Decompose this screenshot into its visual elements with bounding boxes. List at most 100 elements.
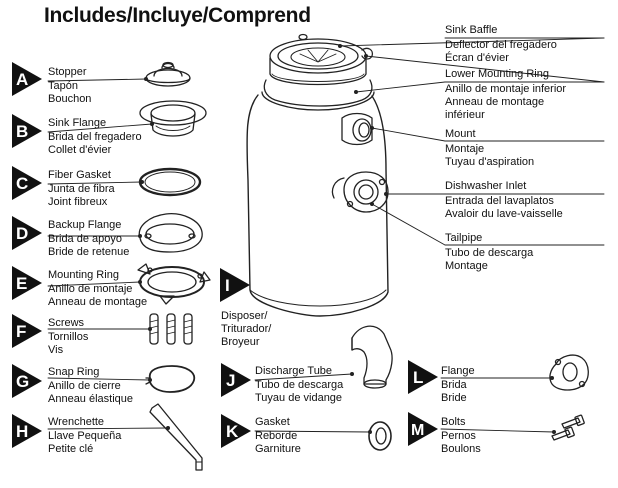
backup-flange-illustration (138, 213, 203, 253)
badge-a: A (12, 62, 42, 96)
part-translation-fr: Petite clé (48, 443, 94, 455)
badge-i: I (220, 268, 250, 302)
part-translation-fr: Bouchon (48, 93, 92, 105)
part-l-label: Flange Brida Bride (441, 365, 475, 405)
disposer-name-fr: Broyeur (221, 336, 260, 348)
callout-tailpipe: Tailpipe Tubo de descarga Montage (445, 232, 533, 273)
gasket-illustration (368, 421, 392, 451)
callout-translation-fr: Avaloir du lave-vaisselle (445, 208, 563, 220)
callout-lower-mounting-ring: Lower Mounting Ring Anillo de montaje in… (445, 68, 566, 122)
part-name: Wrenchette (48, 416, 105, 428)
part-translation-fr: Garniture (255, 443, 301, 455)
part-name: Stopper (48, 66, 87, 78)
callout-translation-fr: Anneau de montage (445, 96, 545, 108)
svg-text:D: D (16, 224, 28, 243)
callout-translation-fr-cont: inférieur (445, 109, 485, 121)
part-translation-fr: Boulons (441, 443, 481, 455)
badge-f: F (12, 314, 42, 348)
badge-c: C (12, 166, 42, 200)
part-name: Fiber Gasket (48, 169, 111, 181)
part-name: Backup Flange (48, 219, 122, 231)
svg-text:J: J (226, 371, 235, 390)
disposer-name-en: Disposer/ (221, 310, 268, 322)
svg-text:I: I (225, 276, 230, 295)
callout-translation-es: Deflector del fregadero (445, 39, 557, 51)
part-name: Bolts (441, 416, 466, 428)
badge-k: K (221, 414, 251, 448)
part-translation-es: Brida del fregadero (48, 131, 142, 143)
part-translation-fr: Joint fibreux (48, 196, 108, 208)
svg-text:K: K (226, 422, 239, 441)
disposer-illustration (246, 33, 389, 317)
leader-dots (138, 44, 556, 434)
callout-name: Dishwasher Inlet (445, 180, 527, 192)
badge-j: J (221, 363, 251, 397)
part-translation-fr: Vis (48, 344, 64, 356)
part-name: Gasket (255, 416, 290, 428)
callout-translation-fr: Tuyau d'aspiration (445, 156, 535, 168)
part-translation-es: Anillo de montaje (48, 283, 133, 295)
fiber-gasket-illustration (138, 167, 202, 197)
page-title: Includes/Incluye/Comprend (44, 4, 311, 27)
part-g-label: Snap Ring Anillo de cierre Anneau élasti… (48, 366, 133, 406)
snap-ring-illustration (145, 365, 196, 393)
callout-translation-fr: Montage (445, 260, 488, 272)
badge-b: B (12, 114, 42, 148)
part-translation-es: Brida de apoyo (48, 233, 122, 245)
badge-h: H (12, 414, 42, 448)
discharge-tube-illustration (351, 325, 393, 389)
callout-translation-es: Tubo de descarga (445, 247, 534, 259)
flange-illustration (549, 354, 589, 391)
callout-translation-fr: Écran d'évier (445, 52, 509, 64)
disposer-label: Disposer/ Triturador/ Broyeur (221, 310, 271, 349)
callout-translation-es: Entrada del lavaplatos (445, 195, 554, 207)
badge-d: D (12, 216, 42, 250)
part-name: Mounting Ring (48, 269, 119, 281)
svg-text:M: M (411, 422, 424, 439)
part-translation-es: Brida (441, 379, 467, 391)
callout-name: Tailpipe (445, 232, 483, 244)
wrenchette-illustration (149, 403, 203, 471)
badge-g: G (12, 364, 42, 398)
svg-text:G: G (16, 372, 29, 391)
callout-mount: Mount Montaje Tuyau d'aspiration (445, 128, 534, 169)
svg-text:E: E (16, 274, 27, 293)
part-name: Flange (441, 365, 475, 377)
part-translation-es: Pernos (441, 430, 476, 442)
callout-dishwasher-inlet: Dishwasher Inlet Entrada del lavaplatos … (445, 180, 563, 221)
part-translation-es: Llave Pequeña (48, 430, 122, 442)
svg-text:C: C (16, 174, 28, 193)
part-translation-fr: Bride de retenue (48, 246, 130, 258)
part-translation-es: Tornillos (48, 331, 89, 343)
part-translation-es: Junta de fibra (48, 183, 115, 195)
part-translation-fr: Anneau de montage (48, 296, 148, 308)
svg-text:F: F (16, 322, 26, 341)
stopper-illustration (145, 61, 191, 87)
part-name: Sink Flange (48, 117, 107, 129)
leader-lines (47, 37, 605, 433)
part-name: Discharge Tube (255, 365, 333, 377)
screws-illustration (149, 313, 193, 345)
svg-text:L: L (413, 368, 423, 387)
part-k-label: Gasket Reborde Garniture (255, 416, 301, 456)
part-translation-es: Tubo de descarga (255, 379, 344, 391)
part-name: Snap Ring (48, 366, 100, 378)
callout-translation-es: Montaje (445, 143, 485, 155)
part-translation-es: Anillo de cierre (48, 380, 121, 392)
part-m-label: Bolts Pernos Boulons (441, 416, 481, 456)
callout-translation-es: Anillo de montaje inferior (445, 83, 567, 95)
badge-l: L (408, 360, 438, 394)
part-translation-fr: Bride (441, 392, 467, 404)
callout-name: Lower Mounting Ring (445, 68, 549, 80)
part-translation-fr: Tuyau de vidange (255, 392, 343, 404)
svg-text:A: A (16, 70, 28, 89)
mounting-ring-illustration (137, 263, 211, 305)
part-d-label: Backup Flange Brida de apoyo Bride de re… (48, 219, 129, 259)
sink-flange-illustration (139, 100, 207, 137)
callout-sink-baffle: Sink Baffle Deflector del fregadero Écra… (445, 24, 557, 65)
badge-m: M (408, 412, 438, 446)
part-h-label: Wrenchette Llave Pequeña Petite clé (48, 416, 121, 456)
svg-text:H: H (16, 422, 28, 441)
